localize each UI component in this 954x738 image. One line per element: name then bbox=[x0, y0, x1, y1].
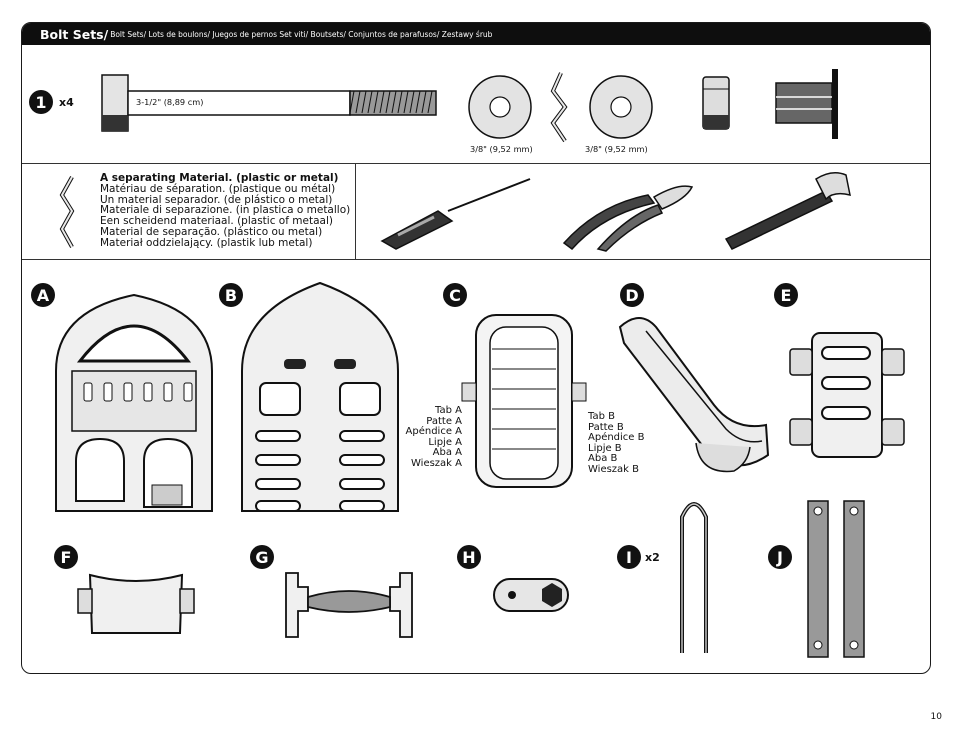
tab-a-line-2: Apéndice A bbox=[405, 426, 462, 438]
part-label-g: G bbox=[250, 545, 274, 569]
page-frame: Bolt Sets/ Bolt Sets/ Lots de boulons/ J… bbox=[21, 22, 931, 674]
tab-b-labels: Tab B Patte B Apéndice B Lipje B Aba B W… bbox=[588, 411, 645, 476]
tab-a-line-1: Patte A bbox=[426, 415, 462, 427]
handle-g-icon bbox=[285, 572, 413, 638]
part-label-i: I bbox=[617, 545, 641, 569]
part-label-a: A bbox=[31, 283, 55, 307]
separating-line-pt: Material de separação. (plástico ou meta… bbox=[100, 225, 323, 238]
bolt-thread bbox=[349, 90, 433, 114]
header-bar: Bolt Sets/ Bolt Sets/ Lots de boulons/ J… bbox=[22, 23, 930, 45]
bolt-quantity: x4 bbox=[59, 96, 74, 109]
bolt-length-label: 3-1/2" (8,89 cm) bbox=[136, 97, 204, 107]
sleeve-nut-icon bbox=[775, 69, 838, 139]
part-label-j: J bbox=[768, 545, 792, 569]
divider-bolts bbox=[22, 163, 930, 164]
bolt-icon bbox=[101, 74, 437, 132]
part-label-c: C bbox=[443, 283, 467, 307]
part-label-d: D bbox=[620, 283, 644, 307]
washer-label-left: 3/8" (9,52 mm) bbox=[470, 144, 533, 154]
tab-b-line-5: Wieszak B bbox=[588, 463, 640, 475]
part-label-e: E bbox=[774, 283, 798, 307]
separating-line-nl: Een scheidend materiaal. (plastic of met… bbox=[100, 215, 333, 228]
roof-panel-c-icon bbox=[461, 314, 587, 488]
part-label-f: F bbox=[54, 545, 78, 569]
separator-zigzag-icon bbox=[59, 176, 75, 248]
part-label-h: H bbox=[457, 545, 481, 569]
tab-a-labels: Tab A Patte A Apéndice A Lipje A Aba A W… bbox=[394, 405, 462, 470]
separating-material-text: A separating Material. (plastic or metal… bbox=[100, 173, 350, 249]
washer-label-right: 3/8" (9,52 mm) bbox=[585, 144, 648, 154]
tab-a-line-3: Lipje A bbox=[428, 436, 462, 448]
tab-b-line-4: Aba B bbox=[588, 453, 618, 465]
tab-b-line-2: Apéndice B bbox=[588, 432, 645, 444]
strap-j-icon bbox=[807, 500, 865, 658]
rod-i-icon bbox=[680, 502, 708, 653]
wrench-h-icon bbox=[493, 578, 569, 612]
separating-line-fr: Matériau de séparation. (plastique ou mé… bbox=[100, 182, 336, 195]
divider-vertical bbox=[355, 163, 356, 259]
header-title: Bolt Sets/ bbox=[40, 26, 109, 42]
tab-b-line-1: Patte B bbox=[588, 421, 624, 433]
screwdriver-icon bbox=[380, 178, 531, 250]
page-number: 10 bbox=[930, 712, 942, 722]
panel-a-icon bbox=[55, 293, 213, 512]
tab-a-line-4: Aba A bbox=[432, 447, 462, 459]
hammer-icon bbox=[724, 172, 851, 250]
nut-icon bbox=[702, 76, 730, 130]
separating-line-en: A separating Material. (plastic or metal… bbox=[100, 172, 339, 184]
header-languages: Bolt Sets/ Lots de boulons/ Juegos de pe… bbox=[110, 29, 493, 39]
washer-icon-pair bbox=[468, 72, 653, 143]
tab-a-line-0: Tab A bbox=[435, 405, 462, 416]
pliers-icon bbox=[562, 185, 694, 252]
separating-line-it: Materiale di separazione. (in plastica o… bbox=[100, 204, 351, 217]
divider-tools bbox=[22, 259, 930, 260]
tab-b-line-3: Lipje B bbox=[588, 442, 622, 454]
ladder-e-icon bbox=[789, 332, 905, 458]
tab-a-line-5: Wieszak A bbox=[411, 457, 462, 469]
part-label-b: B bbox=[219, 283, 243, 307]
separating-line-pl: Materiał oddzielający. (plastik lub meta… bbox=[100, 236, 313, 249]
tab-b-line-0: Tab B bbox=[588, 411, 615, 422]
seat-f-icon bbox=[77, 573, 195, 634]
panel-b-icon bbox=[241, 281, 399, 512]
slide-d-icon bbox=[618, 317, 770, 473]
separating-line-es: Un material separador. (de plástico o me… bbox=[100, 193, 333, 206]
part-i-quantity: x2 bbox=[645, 551, 660, 564]
step-number-badge: 1 bbox=[29, 90, 53, 114]
